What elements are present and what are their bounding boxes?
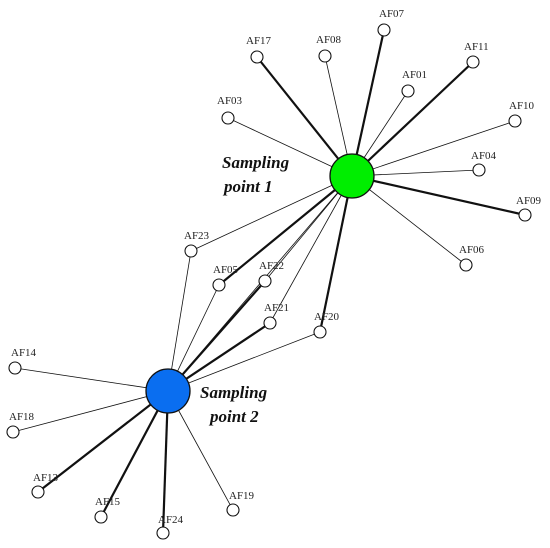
hub-circle — [329, 153, 375, 199]
edge-hub2-AF22 — [167, 280, 266, 392]
hub-label-line1: Sampling — [200, 383, 268, 402]
node-circle — [221, 111, 235, 125]
node-label: AF05 — [213, 264, 239, 276]
hub-label-line2: point 1 — [222, 177, 273, 196]
node-af23: AF23 — [184, 230, 210, 258]
edge-hub2-AF14 — [14, 367, 169, 392]
node-circle — [8, 361, 22, 375]
edges-layer — [12, 29, 526, 534]
node-circle — [94, 510, 108, 524]
hub-label-line1: Sampling — [222, 153, 290, 172]
node-af15: AF15 — [94, 496, 121, 524]
hub-circle — [145, 368, 191, 414]
node-label: AF06 — [459, 244, 485, 256]
node-circle — [518, 208, 532, 222]
node-circle — [377, 23, 391, 37]
edge-hub1-AF11 — [351, 61, 474, 177]
node-label: AF21 — [264, 302, 289, 314]
node-label: AF18 — [9, 411, 35, 423]
node-circle — [250, 50, 264, 64]
node-af24: AF24 — [156, 514, 184, 540]
edge-hub2-AF13 — [37, 390, 169, 493]
node-circle — [466, 55, 480, 69]
node-af04: AF04 — [471, 150, 497, 177]
edge-hub2-AF20 — [167, 331, 321, 392]
node-label: AF07 — [379, 8, 405, 20]
node-af14: AF14 — [8, 347, 37, 375]
edge-hub2-AF23 — [167, 250, 192, 392]
node-label: AF09 — [516, 195, 542, 207]
node-circle — [156, 526, 170, 540]
edge-hub1-AF20 — [318, 175, 354, 333]
node-af01: AF01 — [401, 69, 427, 98]
node-circle — [6, 425, 20, 439]
node-af17: AF17 — [246, 35, 272, 64]
node-circle — [313, 325, 327, 339]
node-af13: AF13 — [31, 472, 59, 499]
edge-hub2-AF18 — [12, 390, 169, 433]
node-label: AF17 — [246, 35, 272, 47]
edge-hub1-AF05 — [218, 175, 353, 286]
node-circle — [318, 49, 332, 63]
node-circle — [263, 316, 277, 330]
node-label: AF22 — [259, 260, 284, 272]
node-circle — [401, 84, 415, 98]
edge-hub1-AF09 — [351, 174, 526, 217]
node-label: AF24 — [158, 514, 184, 526]
node-label: AF19 — [229, 490, 255, 502]
node-af05: AF05 — [212, 264, 239, 292]
edge-hub1-AF17 — [256, 56, 353, 177]
sampling-point-1: Sampling point 1 — [222, 153, 375, 199]
node-af10: AF10 — [508, 100, 535, 128]
node-label: AF15 — [95, 496, 121, 508]
node-af22: AF22 — [258, 260, 284, 288]
node-af09: AF09 — [516, 195, 542, 222]
node-af19: AF19 — [226, 490, 255, 517]
node-af08: AF08 — [316, 34, 342, 63]
node-af21: AF21 — [263, 302, 289, 330]
hub-label-line2: point 2 — [208, 407, 259, 426]
node-af18: AF18 — [6, 411, 35, 439]
edge-hub2-AF15 — [100, 390, 169, 518]
node-circle — [31, 485, 45, 499]
sampling-point-2: Sampling point 2 — [145, 368, 268, 426]
hubs-layer: Sampling point 1 Sampling point 2 — [145, 153, 375, 426]
edge-hub1-AF21 — [269, 175, 353, 324]
node-label: AF11 — [464, 41, 489, 53]
node-circle — [472, 163, 486, 177]
node-af06: AF06 — [459, 244, 485, 272]
node-label: AF03 — [217, 95, 243, 107]
node-af11: AF11 — [464, 41, 489, 69]
node-circle — [508, 114, 522, 128]
edge-hub1-AF07 — [350, 29, 386, 177]
node-circle — [258, 274, 272, 288]
node-label: AF23 — [184, 230, 210, 242]
node-af03: AF03 — [217, 95, 243, 125]
node-label: AF14 — [11, 347, 37, 359]
node-af20: AF20 — [313, 311, 340, 339]
edge-hub2-AF24 — [161, 390, 170, 534]
node-label: AF20 — [314, 311, 340, 323]
edge-hub1-AF23 — [190, 175, 353, 252]
edge-hub1-AF06 — [351, 175, 467, 266]
node-label: AF04 — [471, 150, 497, 162]
node-circle — [459, 258, 473, 272]
node-label: AF10 — [509, 100, 535, 112]
node-af07: AF07 — [377, 8, 405, 37]
node-circle — [212, 278, 226, 292]
node-circle — [226, 503, 240, 517]
node-label: AF13 — [33, 472, 59, 484]
node-circle — [184, 244, 198, 258]
edge-hub1-AF03 — [227, 117, 353, 177]
node-label: AF01 — [402, 69, 427, 81]
node-label: AF08 — [316, 34, 342, 46]
edge-hub1-AF10 — [351, 120, 516, 177]
